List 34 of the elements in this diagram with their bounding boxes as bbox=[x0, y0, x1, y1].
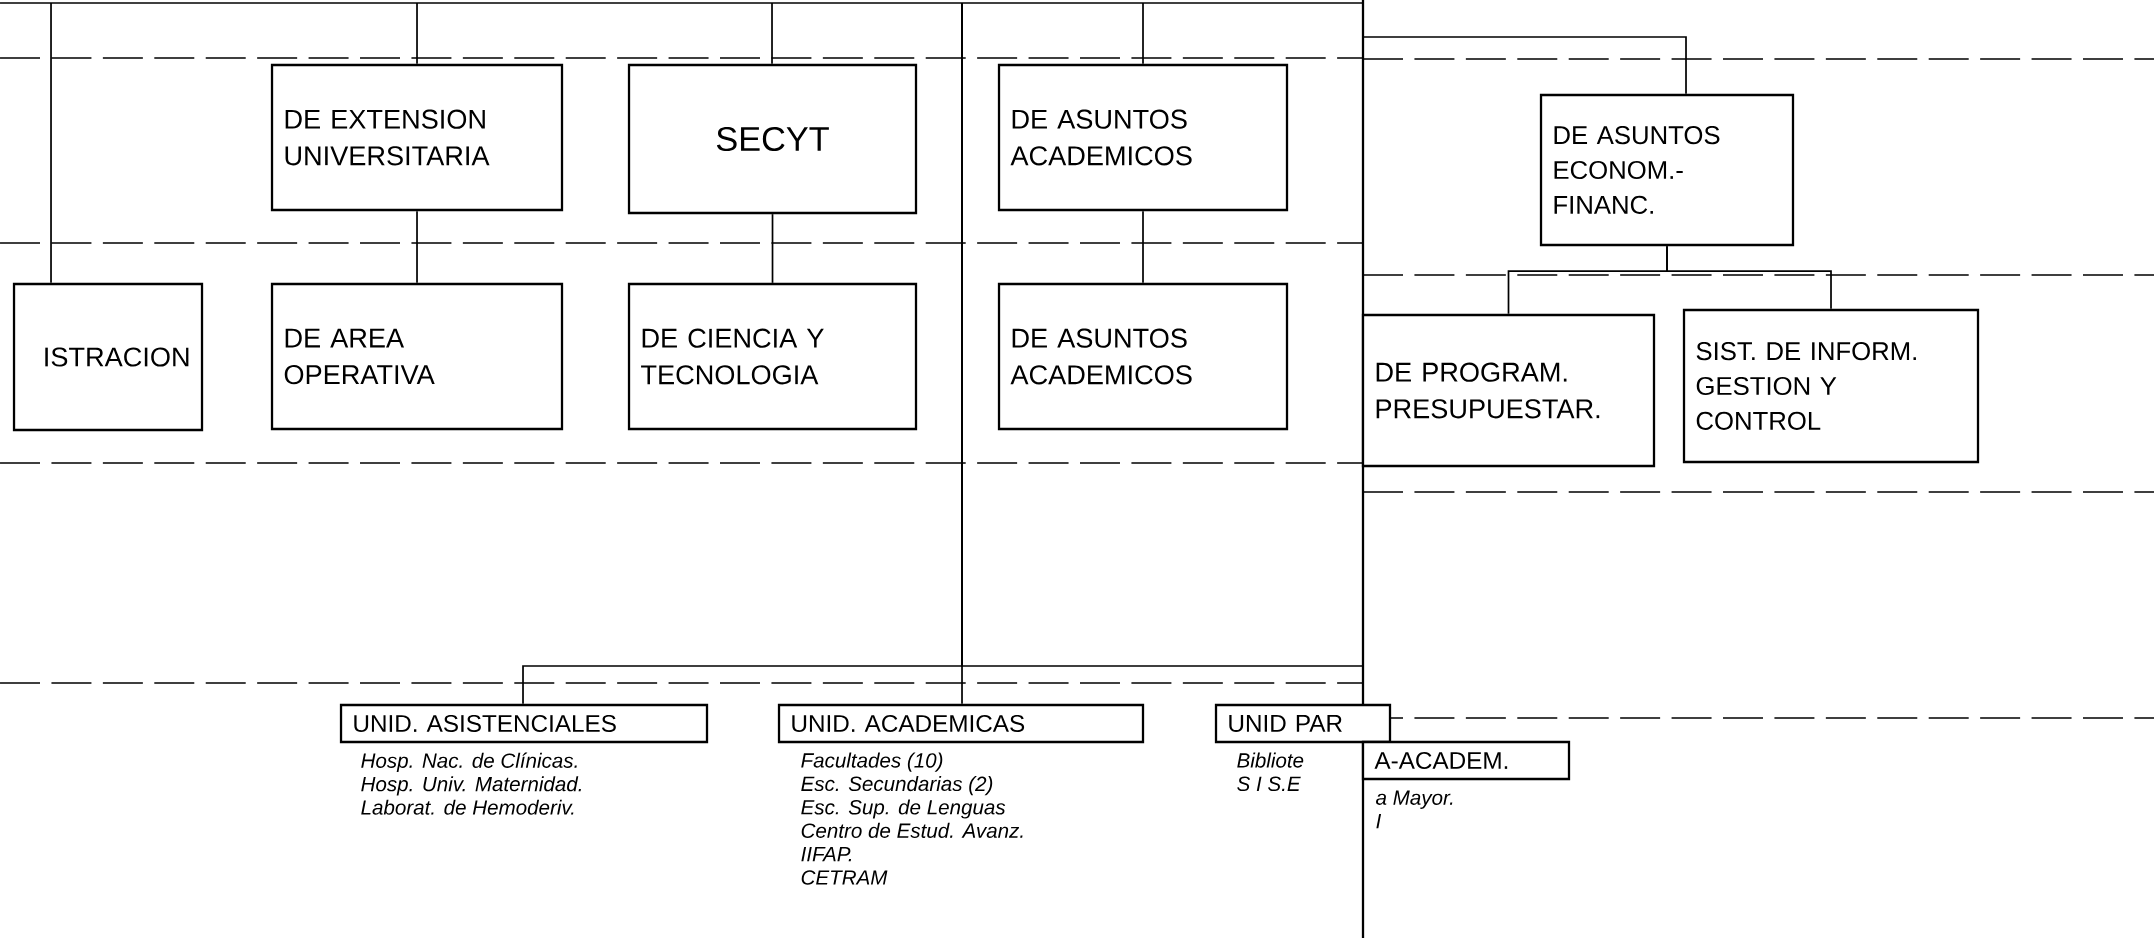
connector-line bbox=[1142, 2, 1144, 65]
unit-box: DE CIENCIA Y TECNOLOGIA bbox=[627, 282, 918, 431]
unit-box: DE AREA OPERATIVA bbox=[270, 282, 564, 431]
connector-line bbox=[1666, 245, 1832, 310]
unit-heading-box: UNID. ASISTENCIALES bbox=[339, 703, 709, 744]
node-label: Facultades (10) bbox=[801, 752, 943, 772]
unit-box: DE ASUNTOS ACADEMICOS bbox=[997, 63, 1289, 212]
node-label: IIFAP. bbox=[801, 847, 852, 862]
node-label: CETRAM bbox=[801, 870, 888, 885]
unit-list: Bibliote S I S.E bbox=[1237, 752, 1304, 792]
unit-box: ISTRACION bbox=[12, 282, 204, 432]
unit-box: DE EXTENSION UNIVERSITARIA bbox=[270, 63, 564, 212]
unit-box: SECYT bbox=[627, 63, 918, 215]
unit-list: Facultades (10) Esc. Secundarias (2) Esc. Sup. de Lenguas Centro de Estud. Avanz. IIFAP. CETRAM bbox=[801, 752, 1023, 885]
node-label: Esc. Secundarias (2) bbox=[801, 775, 993, 796]
connector-line bbox=[416, 2, 418, 65]
connector-line bbox=[416, 210, 418, 284]
unit-box: SIST. DE INFORM. GESTION Y CONTROL bbox=[1682, 308, 1980, 464]
unit-heading-box: UNID PAR bbox=[1214, 703, 1392, 744]
unit-box: DE ASUNTOS ACADEMICOS bbox=[997, 282, 1289, 431]
connector-line bbox=[1142, 210, 1144, 284]
unit-list: Hosp. Nac. de Clínicas. Hosp. Univ. Maternidad. Laborat. de Hemoderiv. bbox=[361, 752, 581, 815]
connector-line bbox=[771, 213, 774, 284]
connector-line bbox=[771, 2, 773, 65]
unit-heading-box: UNID. ACADEMICAS bbox=[777, 703, 1145, 744]
connector-line bbox=[50, 2, 52, 284]
connector-line bbox=[1362, 36, 1687, 95]
connector-line bbox=[961, 2, 1364, 705]
unit-list: a Mayor. I bbox=[1376, 790, 1453, 829]
unit-heading-box: A-ACADEM. bbox=[1361, 740, 1571, 781]
unit-box: DE ASUNTOS ECONOM.- FINANC. bbox=[1539, 93, 1795, 247]
unit-box: DE PROGRAM. PRESUPUESTAR. bbox=[1361, 313, 1656, 468]
node-label: Esc. Sup. de Lenguas bbox=[801, 799, 1006, 819]
node-label: Centro de Estud. Avanz. bbox=[801, 822, 1023, 838]
